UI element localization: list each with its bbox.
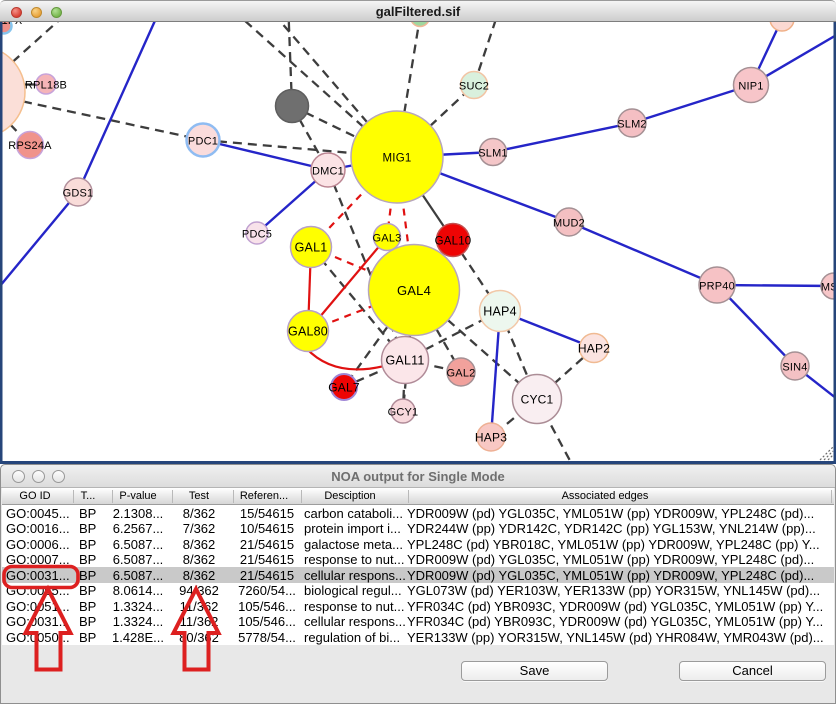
svg-text:SLM2: SLM2: [617, 119, 647, 131]
svg-text:GAL11: GAL11: [386, 354, 425, 368]
svg-text:GAL80: GAL80: [288, 325, 328, 339]
svg-text:CYC1: CYC1: [521, 393, 554, 407]
svg-text:SIN4: SIN4: [782, 362, 807, 374]
svg-text:GAL3: GAL3: [373, 233, 402, 245]
svg-text:HAP4: HAP4: [483, 305, 516, 319]
svg-text:NIP1: NIP1: [738, 81, 763, 93]
svg-text:DMC1: DMC1: [312, 166, 344, 178]
svg-text:GAL2: GAL2: [447, 368, 476, 380]
svg-text:GCY1: GCY1: [388, 407, 419, 419]
svg-text:GAL4: GAL4: [397, 283, 431, 298]
svg-text:GDS1: GDS1: [63, 188, 94, 200]
svg-text:PDC1: PDC1: [188, 136, 218, 148]
svg-text:GAL1: GAL1: [295, 241, 328, 255]
svg-text:PDC5: PDC5: [242, 229, 272, 241]
svg-text:SUC2: SUC2: [459, 81, 489, 93]
svg-text:MSI: MSI: [821, 282, 836, 294]
svg-text:HAP3: HAP3: [475, 431, 507, 445]
svg-text:GAL10: GAL10: [435, 236, 472, 248]
svg-text:RPS24A: RPS24A: [8, 140, 52, 152]
svg-text:GAL7: GAL7: [328, 381, 360, 395]
svg-text:PRP40: PRP40: [699, 281, 735, 293]
svg-text:MUD2: MUD2: [553, 218, 585, 230]
svg-text:HAP2: HAP2: [578, 342, 610, 356]
svg-text:SLM1: SLM1: [478, 148, 508, 160]
svg-text:MIG1: MIG1: [383, 153, 412, 165]
svg-text:RPL18B: RPL18B: [25, 80, 67, 92]
